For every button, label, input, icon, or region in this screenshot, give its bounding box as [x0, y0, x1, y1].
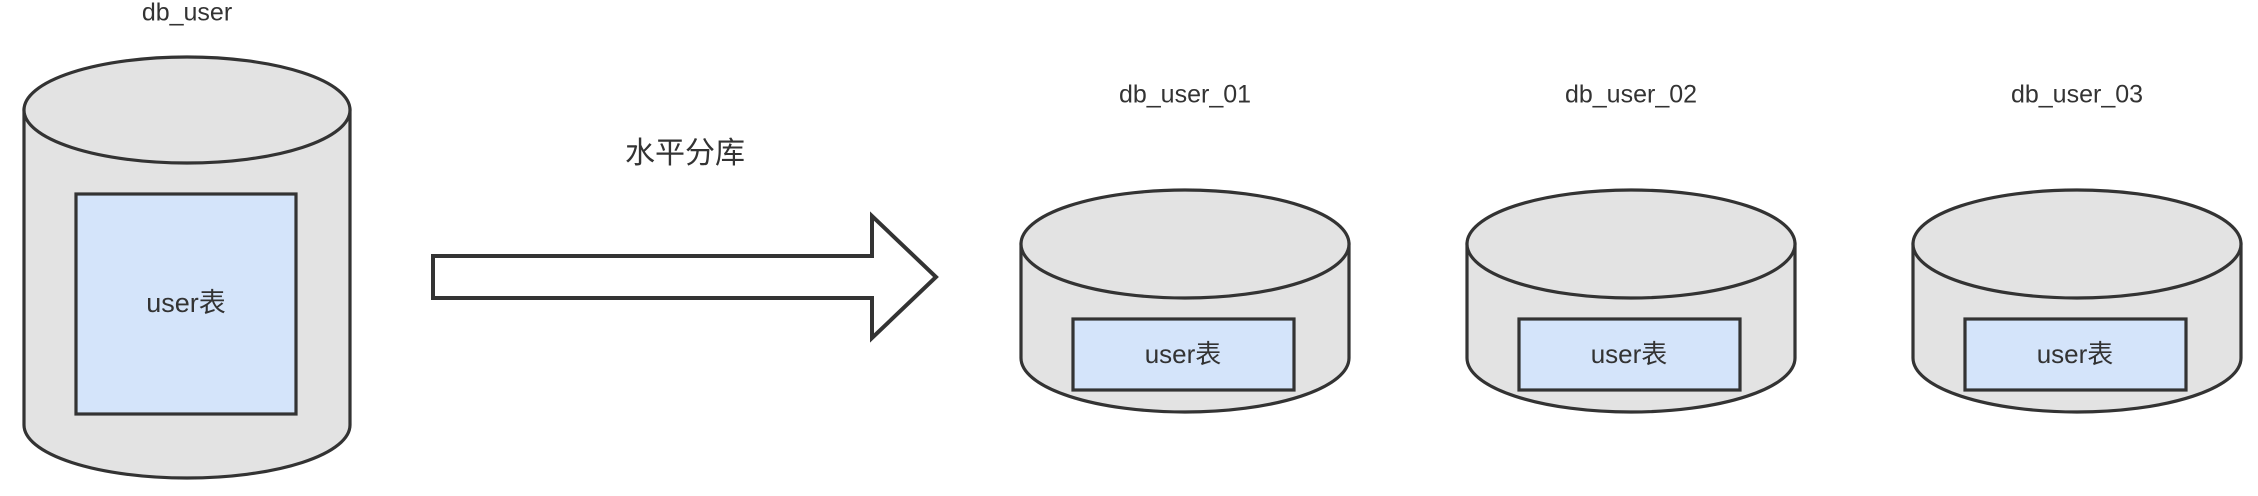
shard-3-db-label: db_user_03 — [2011, 81, 2143, 109]
shard-2-table-box[interactable] — [1517, 317, 1742, 392]
sharding-arrow-icon — [431, 211, 939, 343]
shard-3-table-box[interactable] — [1963, 317, 2188, 392]
source-database-node[interactable]: db_user user表 — [22, 0, 352, 480]
shard-node-1[interactable]: db_user_01 user表 — [1019, 81, 1351, 414]
shard-2-db-label: db_user_02 — [1565, 81, 1697, 109]
shard-1-table-label: user表 — [1145, 339, 1222, 369]
source-table-label: user表 — [146, 288, 226, 318]
shard-2-table-label: user表 — [1591, 339, 1668, 369]
source-table-box[interactable] — [74, 192, 298, 416]
shard-1-db-label: db_user_01 — [1119, 81, 1251, 109]
shard-node-3[interactable]: db_user_03 user表 — [1911, 81, 2243, 414]
shard-1-table-box[interactable] — [1071, 317, 1296, 392]
source-cylinder-top — [22, 55, 352, 165]
sharding-arrow-group[interactable]: 水平分库 — [431, 137, 939, 343]
source-db-label: db_user — [142, 0, 232, 27]
shard-3-cylinder-top — [1911, 188, 2243, 300]
shard-node-2[interactable]: db_user_02 user表 — [1465, 81, 1797, 414]
shard-2-cylinder-top — [1465, 188, 1797, 300]
shard-1-cylinder-top — [1019, 188, 1351, 300]
arrow-label: 水平分库 — [625, 137, 745, 170]
shard-3-table-label: user表 — [2037, 339, 2114, 369]
